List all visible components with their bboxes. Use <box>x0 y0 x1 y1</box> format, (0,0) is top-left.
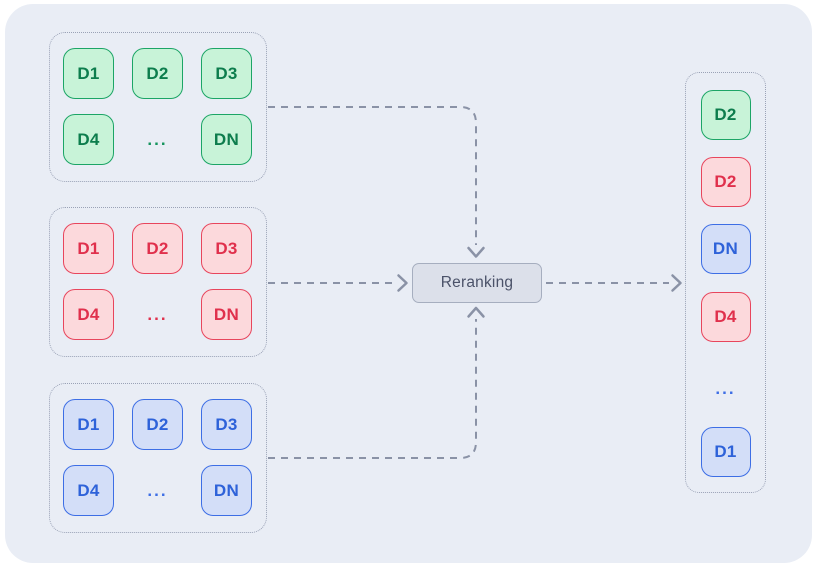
green-doc-d2: D2 <box>132 48 183 99</box>
output-doc-d1-blue: D1 <box>700 427 751 477</box>
output-doc-dn-blue: DN <box>700 224 751 274</box>
green-doc-d3: D3 <box>201 48 252 99</box>
red-doc-d2: D2 <box>132 223 183 274</box>
output-column: D2 D2 DN D4 ... D1 <box>685 72 766 493</box>
red-doc-d3: D3 <box>201 223 252 274</box>
green-doc-d1: D1 <box>63 48 114 99</box>
blue-doc-dn: DN <box>201 465 252 516</box>
document-group-blue: D1 D2 D3 D4 ... DN <box>49 383 267 533</box>
red-ellipsis: ... <box>147 304 168 324</box>
blue-doc-d1: D1 <box>63 399 114 450</box>
output-doc-d2-red: D2 <box>700 157 751 207</box>
blue-ellipsis: ... <box>147 480 168 500</box>
red-doc-d4: D4 <box>63 289 114 340</box>
document-group-red: D1 D2 D3 D4 ... DN <box>49 207 267 357</box>
red-doc-d1: D1 <box>63 223 114 274</box>
output-doc-d2-green: D2 <box>700 90 751 140</box>
blue-doc-d2: D2 <box>132 399 183 450</box>
green-doc-dn: DN <box>201 114 252 165</box>
output-ellipsis: ... <box>715 379 736 398</box>
green-ellipsis: ... <box>147 129 168 149</box>
blue-doc-d3: D3 <box>201 399 252 450</box>
reranking-node: Reranking <box>412 263 542 303</box>
output-doc-d4-red: D4 <box>700 292 751 342</box>
red-doc-dn: DN <box>201 289 252 340</box>
green-doc-d4: D4 <box>63 114 114 165</box>
blue-doc-d4: D4 <box>63 465 114 516</box>
document-group-green: D1 D2 D3 D4 ... DN <box>49 32 267 182</box>
